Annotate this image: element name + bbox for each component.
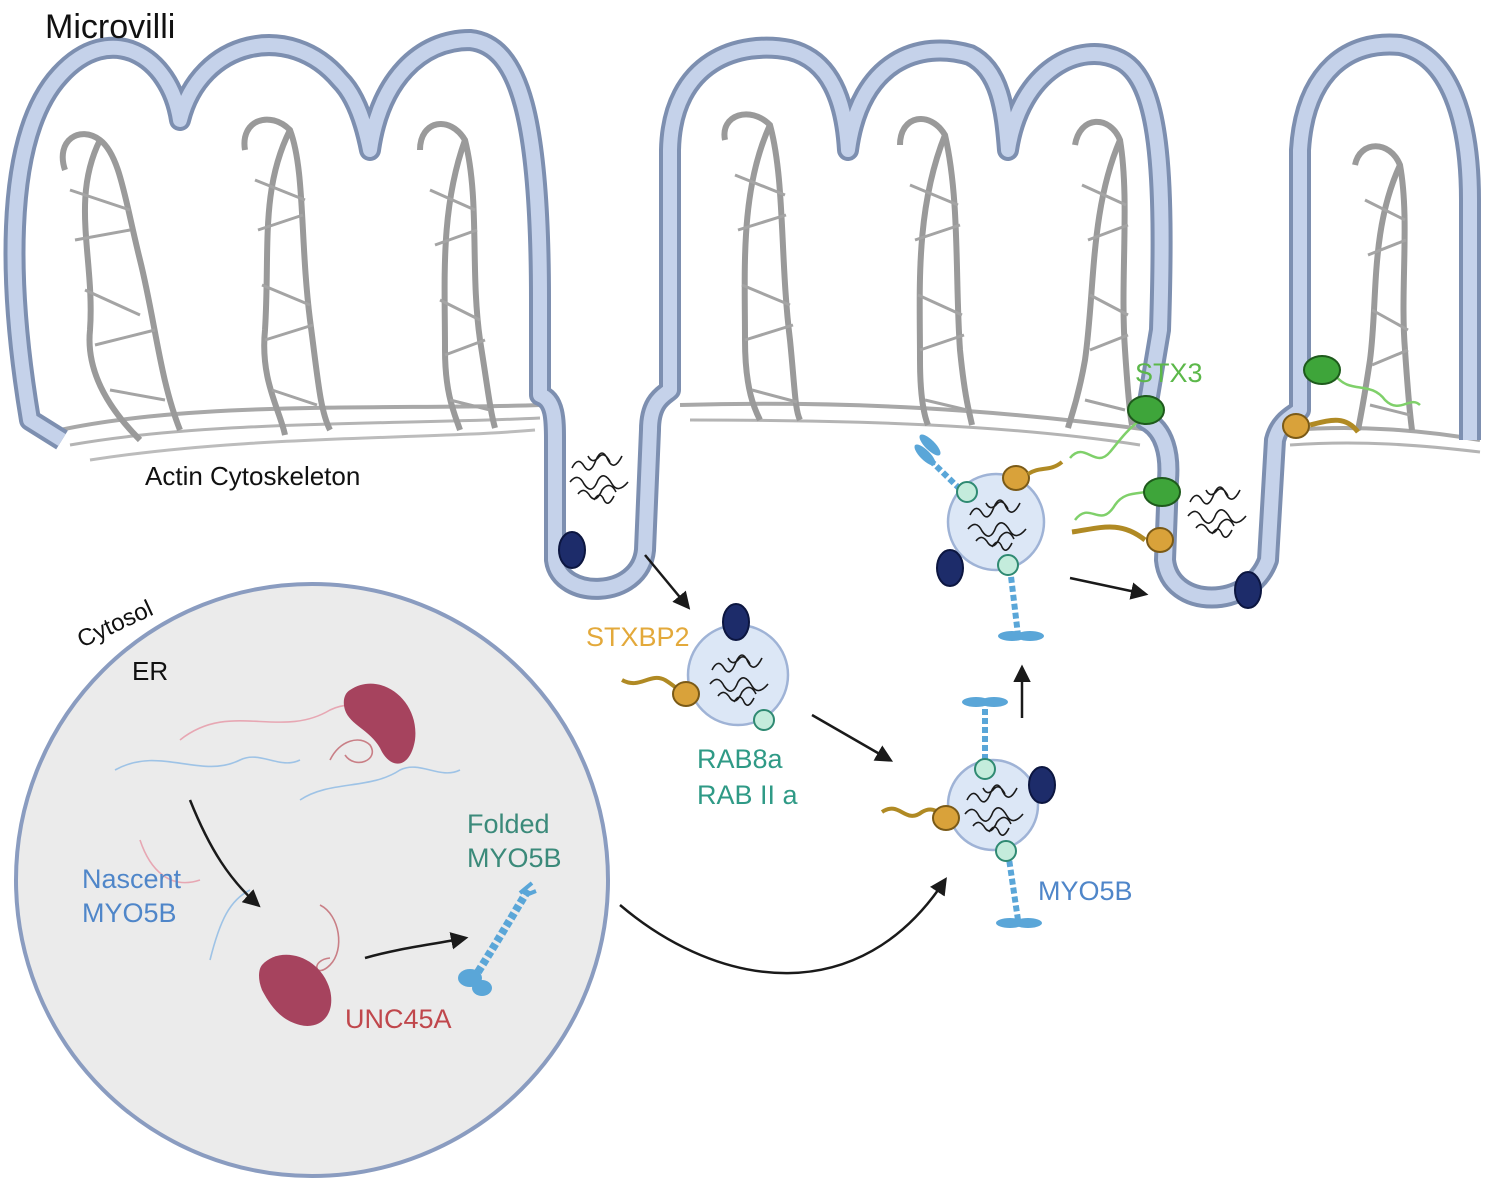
label-nascent-line2: MYO5B bbox=[82, 898, 177, 928]
rab-navy-icon bbox=[558, 531, 586, 569]
label-folded-line2: MYO5B bbox=[467, 843, 562, 873]
label-folded-line1: Folded bbox=[467, 809, 550, 839]
cargo-icon bbox=[569, 452, 629, 505]
rab-navy-icon bbox=[1234, 571, 1262, 609]
label-rab11a: RAB II a bbox=[697, 780, 799, 810]
arrow-icon bbox=[1069, 576, 1149, 600]
label-stx3: STX3 bbox=[1135, 358, 1203, 388]
actin-bundles bbox=[59, 111, 1415, 443]
label-myo5b: MYO5B bbox=[1038, 876, 1133, 906]
label-actin-cytoskeleton: Actin Cytoskeleton bbox=[145, 461, 360, 491]
vesicle-icon bbox=[914, 434, 1064, 641]
label-nascent-line1: Nascent bbox=[82, 864, 182, 894]
cargo-icon bbox=[1187, 486, 1247, 539]
vesicle-icon bbox=[621, 603, 790, 731]
label-er: ER bbox=[132, 656, 168, 686]
arrow-icon bbox=[619, 877, 947, 975]
myosin-motor-icon bbox=[458, 881, 537, 996]
arrow-icon bbox=[364, 932, 469, 960]
chaperone-icon bbox=[259, 954, 332, 1026]
arrow-icon bbox=[188, 799, 261, 908]
plasma-membrane bbox=[3, 29, 1481, 609]
arrow-icon bbox=[644, 554, 691, 610]
arrow-icon bbox=[811, 713, 894, 762]
stx3-complex bbox=[1069, 355, 1421, 553]
er-compartment bbox=[14, 582, 610, 1178]
label-rab8a: RAB8a bbox=[697, 744, 784, 774]
vesicle-icon bbox=[880, 697, 1056, 928]
label-microvilli: Microvilli bbox=[45, 8, 175, 46]
actin-crosslinks bbox=[69, 173, 1411, 417]
label-stxbp2: STXBP2 bbox=[586, 622, 690, 652]
chaperone-icon bbox=[343, 683, 416, 764]
label-unc45a: UNC45A bbox=[345, 1004, 452, 1034]
